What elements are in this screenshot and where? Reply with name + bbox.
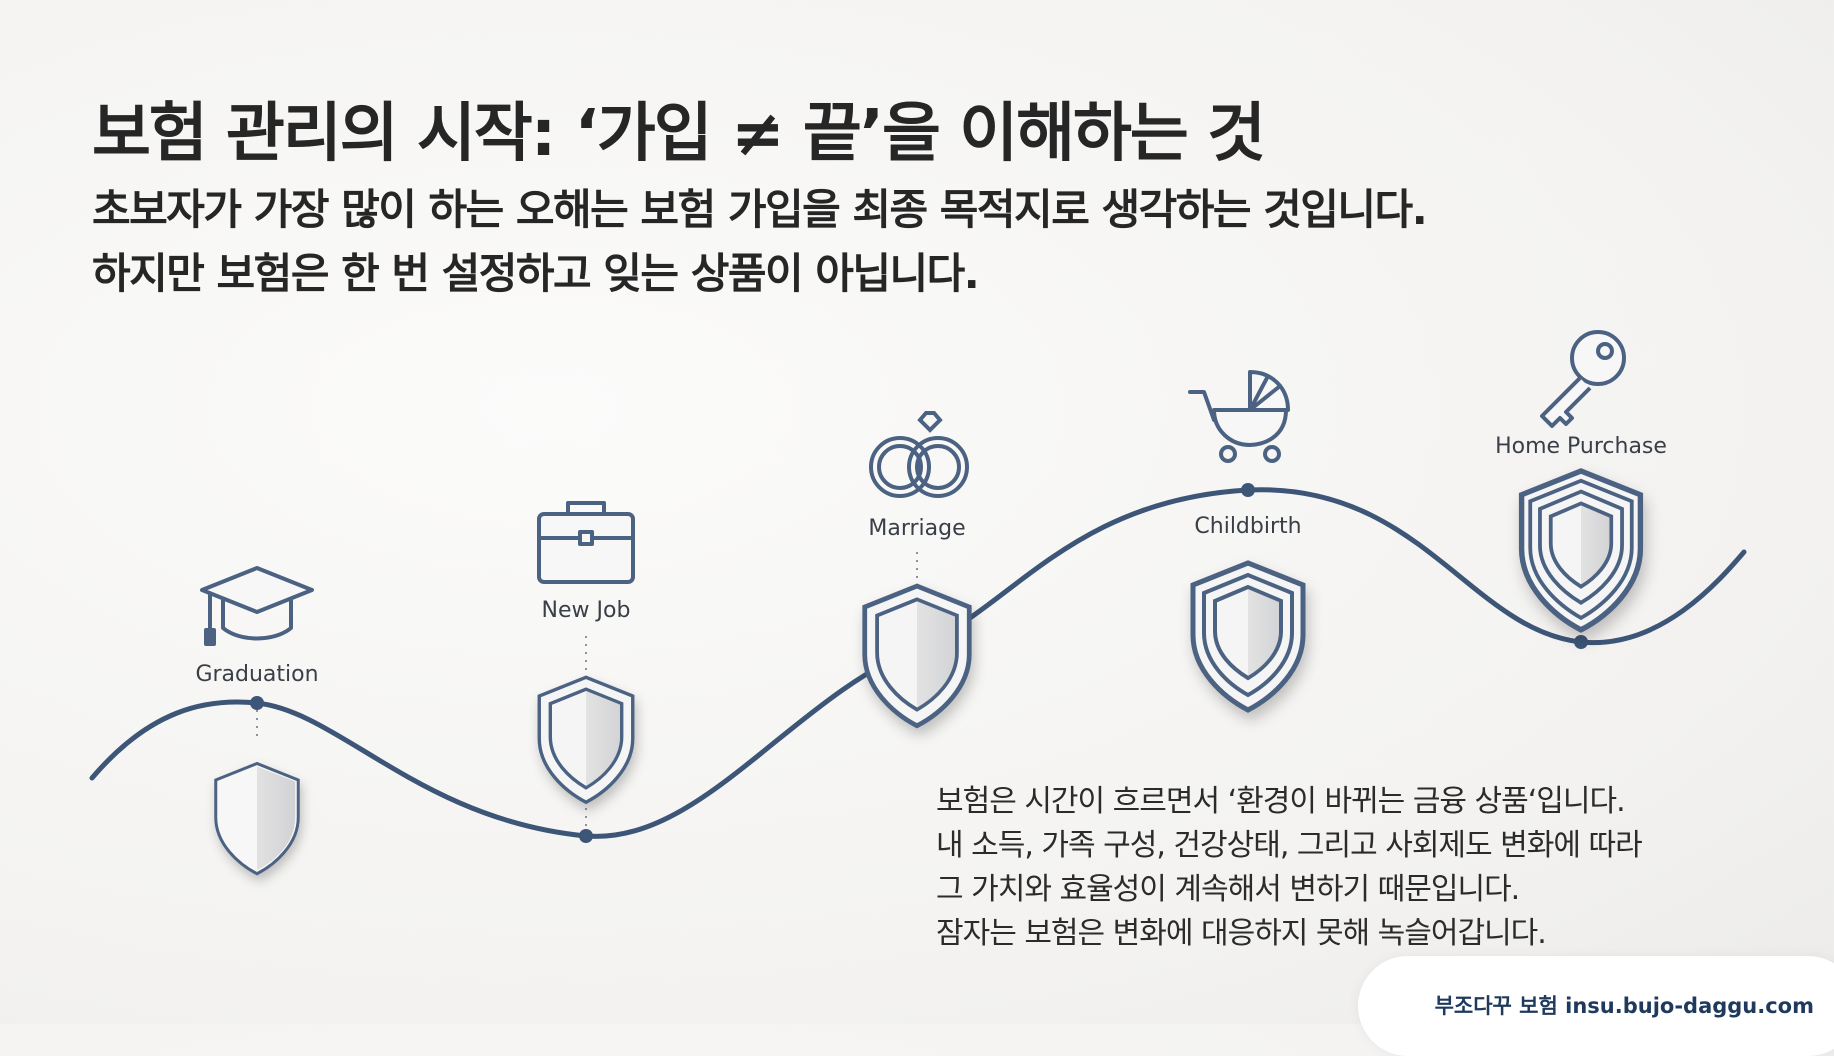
body-line-3: 그 가치와 효율성이 계속해서 변하기 때문입니다. [936, 872, 1520, 907]
graduation-cap-icon [200, 566, 314, 646]
shield-icon [214, 761, 300, 876]
body-line-4: 잠자는 보험은 변화에 대응하지 못해 녹슬어갑니다. [936, 916, 1547, 951]
footer-link[interactable]: 부조다꾸 보험 insu.bujo-daggu.com [1434, 994, 1814, 1018]
milestone-dot-graduation [250, 696, 264, 710]
milestone-dot-home-purchase [1574, 635, 1588, 649]
subtitle: 초보자가 가장 많이 하는 오해는 보험 가입을 최종 목적지로 생각하는 것입… [92, 178, 1428, 306]
briefcase-icon [537, 501, 635, 584]
shield-icon [537, 675, 635, 805]
milestone-label-marriage: Marriage [868, 516, 966, 541]
connectors [256, 552, 918, 828]
body-line-1: 보험은 시간이 흐르면서 ‘환경이 바뀌는 금융 상품‘입니다. [936, 784, 1626, 819]
shield-icon [1518, 468, 1644, 633]
body-line-2: 내 소득, 가족 구성, 건강상태, 그리고 사회제도 변화에 따라 [936, 828, 1643, 863]
life-events-diagram [89, 330, 1747, 876]
milestone-dot-childbirth [1241, 483, 1255, 497]
wedding-rings-icon [869, 411, 969, 498]
shield-icon [1190, 560, 1306, 713]
milestone-dot-new-job [579, 829, 593, 843]
baby-stroller-icon [1188, 370, 1290, 463]
milestone-label-home-purchase: Home Purchase [1495, 434, 1667, 459]
page-title: 보험 관리의 시작: ‘가입 ≠ 끝’을 이해하는 것 [92, 97, 1266, 171]
house-key-icon [1540, 330, 1626, 428]
milestone-label-childbirth: Childbirth [1194, 514, 1302, 539]
milestone-label-new-job: New Job [541, 598, 631, 623]
subtitle-line-1: 초보자가 가장 많이 하는 오해는 보험 가입을 최종 목적지로 생각하는 것입… [92, 185, 1428, 234]
milestone-label-graduation: Graduation [195, 662, 319, 687]
shield-icon [862, 583, 972, 729]
body-text: 보험은 시간이 흐르면서 ‘환경이 바뀌는 금융 상품‘입니다. 내 소득, 가… [936, 780, 1643, 956]
subtitle-line-2: 하지만 보험은 한 번 설정하고 잊는 상품이 아닙니다. [92, 249, 980, 298]
